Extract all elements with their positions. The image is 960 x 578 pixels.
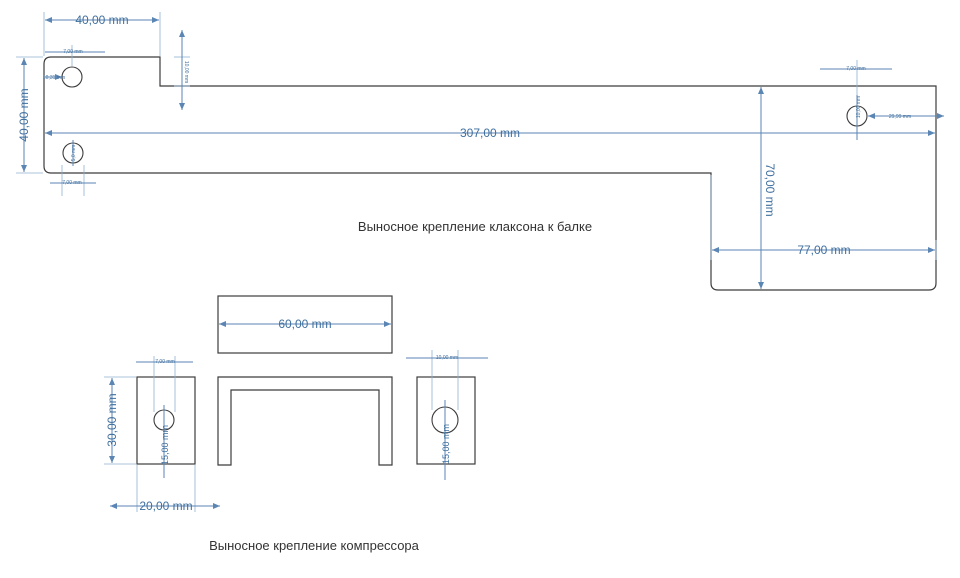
compressor-extension-lines — [104, 350, 459, 512]
compressor-dimension-lines — [109, 321, 488, 509]
horn-dimension-lines — [21, 17, 944, 289]
dim-text-40-height: 40,00 mm — [17, 88, 31, 141]
dim-text-15-right: 15,00 mm — [441, 424, 451, 464]
dim-text-30: 30,00 mm — [105, 393, 119, 446]
dim-text-5-bottom-left: 5,0 mm — [71, 145, 77, 162]
horn-bracket-outline — [43, 56, 937, 291]
dim-text-10-right: 10,00 mm — [856, 96, 862, 118]
dim-text-10-31: 10,31 mm — [43, 75, 65, 81]
dim-text-29-99: 29,99 mm — [889, 114, 911, 120]
dim-text-40-width: 40,00 mm — [75, 13, 128, 27]
dim-text-15-left: 15,00 mm — [160, 425, 170, 465]
dim-text-7-right: 7,00 mm — [846, 66, 865, 72]
dim-text-7-top-left: 7,00 mm — [63, 49, 82, 55]
dim-text-77: 77,00 mm — [797, 243, 850, 257]
compressor-top-plate — [217, 295, 393, 354]
compressor-side-plate-left — [136, 376, 196, 465]
dim-text-70: 70,00 mm — [763, 163, 777, 216]
horn-dimension-texts: 40,00 mm 40,00 mm 307,00 mm 70,00 mm 77,… — [17, 13, 911, 257]
compressor-u-channel — [217, 376, 393, 466]
dim-text-10-top: 10,00 mm — [183, 61, 189, 83]
dim-text-307: 307,00 mm — [460, 126, 520, 140]
dim-text-7-bottom-left: 7,00 mm — [62, 180, 81, 186]
horn-bracket-caption: Выносное крепление клаксона к балке — [358, 219, 592, 234]
dim-text-60: 60,00 mm — [278, 317, 331, 331]
compressor-bracket-caption: Выносное крепление компрессора — [209, 538, 420, 553]
dim-text-7-compressor: 7,00 mm — [155, 359, 174, 365]
compressor-side-plate-right — [416, 376, 476, 465]
dim-text-20: 20,00 mm — [139, 499, 192, 513]
compressor-dimension-texts: 60,00 mm 30,00 mm 20,00 mm 15,00 mm 15,0… — [105, 317, 458, 513]
dim-text-10-compressor: 10,00 mm — [436, 355, 458, 361]
